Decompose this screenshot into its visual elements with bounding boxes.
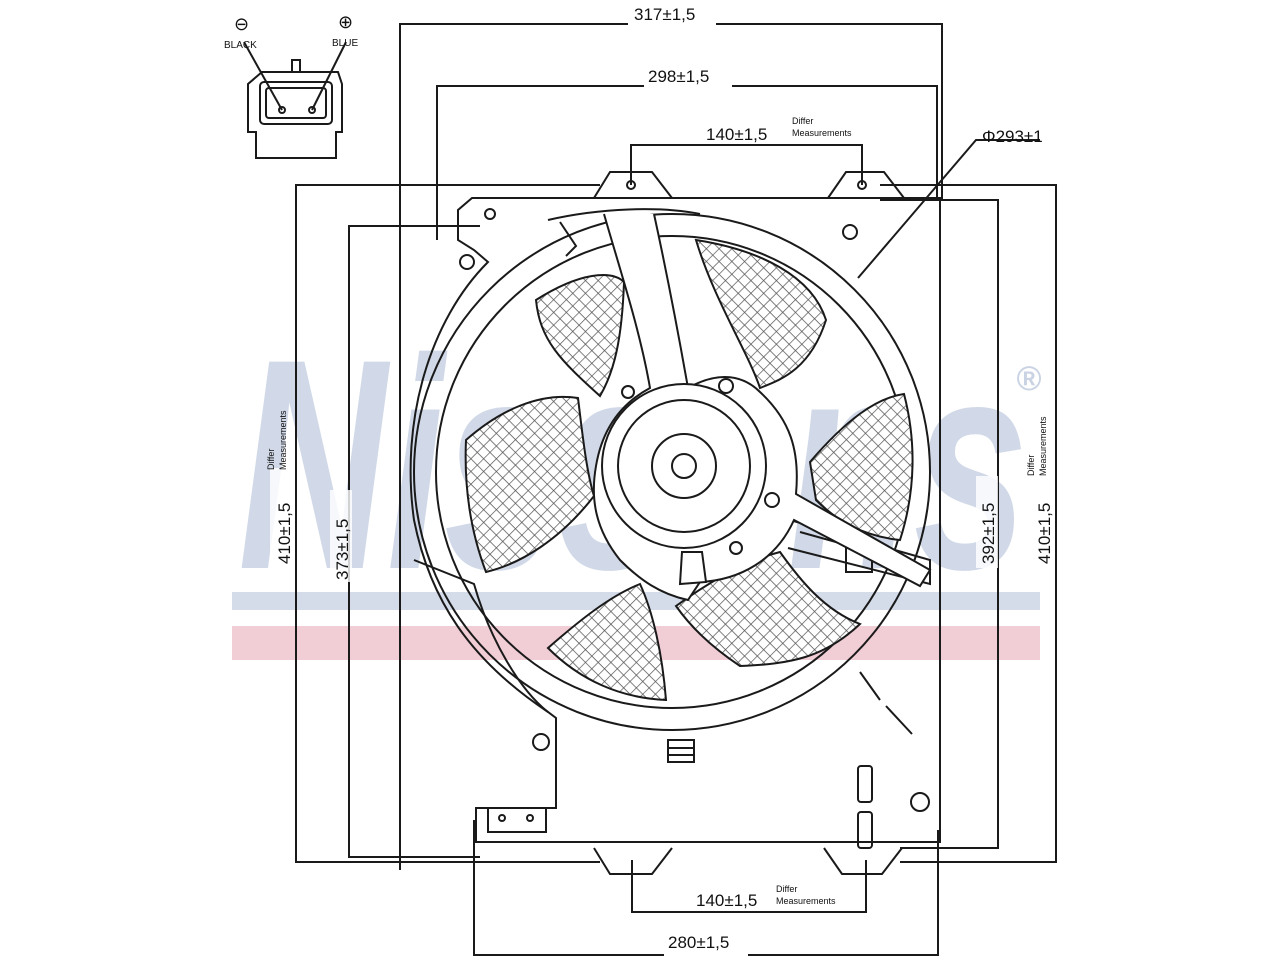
positive-wire-label: BLUE [332,38,358,49]
fan-blades [464,238,914,702]
bottom-right-mount-tab [823,847,903,875]
connector-wire-positive [311,41,347,111]
bottom-mount-spacing-label: 140±1,5 [696,891,757,910]
top-left-mount-tab [593,171,673,199]
terminal-positive [308,106,316,114]
bottom-mount-note-line1: Differ [776,884,797,894]
bottom-mount-note-line2: Measurements [776,896,836,906]
watermark-registered-mark: ® [1016,360,1042,398]
electrical-connector [243,41,347,159]
hub-bolt-2 [718,378,734,394]
bottom-width-label: 280±1,5 [668,933,729,952]
bolt-top-edge [484,208,496,220]
fan-blade-left-upper [534,274,626,398]
bolt-top-tab-left [626,180,636,190]
left-height-note-line1: Differ [266,449,276,470]
inner-width-label: 298±1,5 [648,67,709,86]
top-mount-note-line1: Differ [792,116,813,126]
bolt-top-right [842,224,858,240]
right-height-note-line2: Measurements [1038,416,1048,476]
terminal-negative [278,106,286,114]
fan-diameter-label: Φ293±1 [982,127,1043,146]
top-mount-note-line2: Measurements [792,128,852,138]
fan-hub [592,213,932,602]
fan-outer-ring [413,213,931,731]
left-height-bracket [295,184,600,863]
connector-wire-negative [243,41,283,111]
bolt-top-tab-right [857,180,867,190]
dimension-labels: 317±1,5 298±1,5 140±1,5 Differ Measureme… [266,4,1054,956]
left-height-note-line2: Measurements [278,410,288,470]
fan-shroud [409,171,941,875]
bottom-mount-spacing-bracket [631,860,867,913]
top-mount-spacing-label: 140±1,5 [706,125,767,144]
hub-bolt-1 [621,385,635,399]
hub-bolt-4 [729,541,743,555]
top-mount-spacing-bracket [630,144,863,185]
left-height-label: 410±1,5 [275,503,294,564]
negative-wire-label: BLACK [224,40,257,51]
right-height-bracket [880,184,1057,863]
bottom-left-mount-tab [593,847,673,875]
bolt-lower-right [910,792,930,812]
fan-blade-upper [694,238,828,390]
hub-bolt-3 [764,492,780,508]
right-inner-height-label: 392±1,5 [979,503,998,564]
right-height-note-line1: Differ [1026,455,1036,476]
diameter-leader-line [857,139,1040,279]
fan-blade-lower-left [546,582,668,702]
bolt-lower-left [532,733,550,751]
positive-terminal-icon: ⊕ [338,12,353,32]
bolt-top-left [459,254,475,270]
right-height-label: 410±1,5 [1035,503,1054,564]
top-right-mount-tab [827,171,905,199]
negative-terminal-icon: ⊖ [234,14,249,34]
overall-width-label: 317±1,5 [634,5,695,24]
left-inner-height-label: 373±1,5 [333,519,352,580]
